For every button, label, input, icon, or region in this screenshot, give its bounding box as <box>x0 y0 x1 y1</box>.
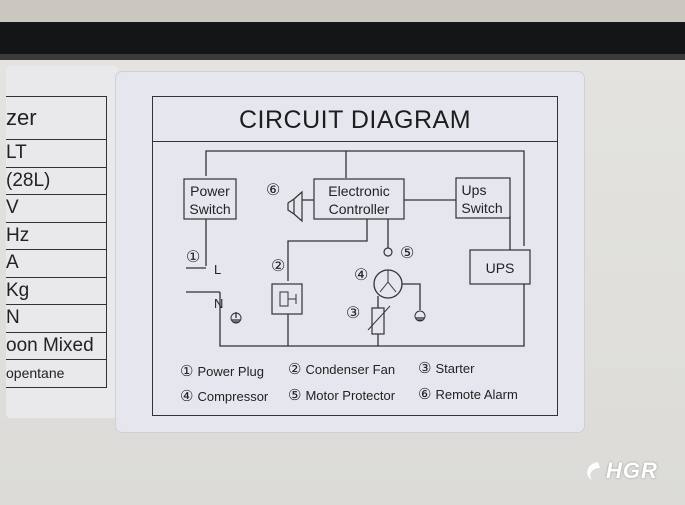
ups-switch-box <box>455 177 511 219</box>
controller-label-1: Electronic <box>328 183 389 199</box>
diagram-frame: CIRCUIT DIAGRAM <box>152 96 558 416</box>
hgr-watermark: HGR <box>606 458 658 483</box>
spec-row: V <box>6 195 106 223</box>
power-switch-box <box>183 178 237 220</box>
remote-alarm-icon <box>287 190 303 223</box>
ups-switch-label-2: Switch <box>461 200 502 216</box>
spec-label: zer LT (28L) V Hz A Kg N oon Mixed opent… <box>6 66 118 418</box>
marker-5: ⑤ <box>400 245 414 262</box>
electronic-controller-box <box>313 178 405 220</box>
top-frame <box>0 0 685 22</box>
starter-icon <box>371 307 385 335</box>
terminal-l: L <box>214 262 221 277</box>
marker-1: ① <box>186 249 200 266</box>
neutral-wire <box>219 284 525 347</box>
compressor-ground-wire <box>402 283 421 310</box>
power-switch-label-1: Power <box>190 183 230 199</box>
marker-3: ③ <box>346 305 360 322</box>
ups-switch-label-1: Ups <box>462 182 487 198</box>
fan-icon <box>279 291 297 307</box>
top-wire <box>205 150 525 246</box>
motor-protector-icon <box>383 247 393 257</box>
condenser-fan-box <box>271 283 303 315</box>
compressor-winding <box>379 270 397 293</box>
dark-gasket-strip <box>0 22 685 60</box>
controller-label-2: Controller <box>329 201 390 217</box>
spec-row: zer <box>6 97 106 140</box>
circuit-schematic: Power Switch Electronic Controller Ups S… <box>183 150 531 347</box>
starter-arrow <box>367 305 391 331</box>
marker-2: ② <box>271 258 285 275</box>
marker-6: ⑥ <box>266 182 280 199</box>
spec-row: opentane <box>6 360 106 388</box>
spec-row: Hz <box>6 223 106 250</box>
spec-row: Kg <box>6 278 106 305</box>
ups-label: UPS <box>486 260 515 276</box>
spec-row: A <box>6 250 106 278</box>
terminal-n: N <box>214 296 223 311</box>
hgr-swirl-icon <box>587 462 600 480</box>
spec-row: oon Mixed <box>6 333 106 360</box>
marker-4: ④ <box>354 267 368 284</box>
spec-row: LT <box>6 140 106 168</box>
ups-box <box>469 249 531 285</box>
circuit-diagram-label: CIRCUIT DIAGRAM Power Switch Electronic … <box>116 72 584 432</box>
diagram-title: CIRCUIT DIAGRAM <box>153 97 557 142</box>
spec-table: zer LT (28L) V Hz A Kg N oon Mixed opent… <box>6 96 107 388</box>
fan-feed-wire <box>287 219 368 281</box>
power-switch-label-2: Switch <box>189 201 230 217</box>
ground-icon <box>230 312 242 324</box>
spec-row: (28L) <box>6 168 106 195</box>
ground-icon <box>414 310 426 322</box>
spec-row: N <box>6 305 106 333</box>
